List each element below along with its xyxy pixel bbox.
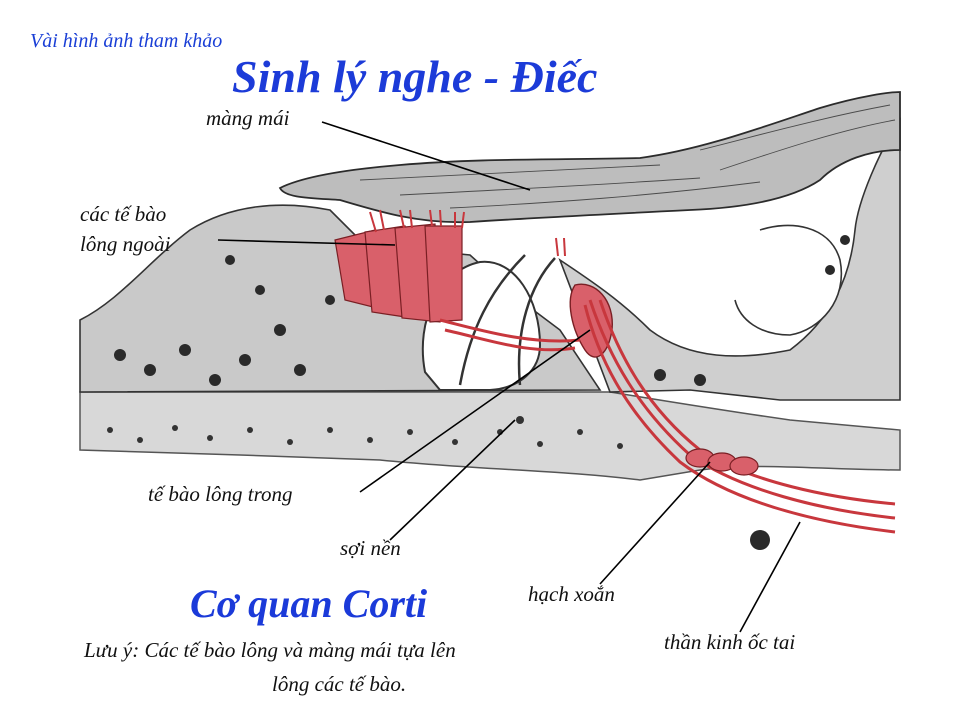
leader-long-trong xyxy=(359,329,591,493)
basilar-tissue xyxy=(79,391,901,481)
outer-hair-cells xyxy=(334,223,463,323)
label-outer-hair-cells-line1: các tế bào xyxy=(80,202,167,226)
leader-long-ngoai xyxy=(217,239,396,246)
pillar-cells xyxy=(458,254,556,386)
stereocilia xyxy=(369,209,566,257)
label-hach-xoan: hạch xoắn xyxy=(528,582,615,606)
reference-note: Vài hình ảnh tham khảo xyxy=(30,30,223,52)
caption-note-line1: Lưu ý: Các tế bào lông và màng mái tựa l… xyxy=(84,638,456,662)
cell-nuclei xyxy=(114,235,850,550)
stroma-dots xyxy=(107,416,623,449)
leader-hach-xoan xyxy=(599,461,711,585)
leader-mang-mai xyxy=(321,121,531,191)
slide-title: Sinh lý nghe - Điếc xyxy=(232,51,598,102)
tectorial-membrane xyxy=(278,91,901,224)
leader-soi-nen xyxy=(389,419,516,541)
tectorial-striations xyxy=(359,104,896,209)
leader-lines xyxy=(217,121,801,633)
label-inner-hair-cell: tế bào lông trong xyxy=(148,482,293,506)
label-soi-nen: sợi nền xyxy=(340,536,401,560)
spiral-limbus xyxy=(558,117,901,401)
label-than-kinh-oc-tai: thần kinh ốc tai xyxy=(664,630,796,654)
leader-than-kinh xyxy=(739,521,801,633)
inner-sulcus xyxy=(734,224,843,336)
caption-note-line2: lông các tế bào. xyxy=(272,672,407,696)
label-mang-mai: màng mái xyxy=(206,106,290,130)
caption-title: Cơ quan Corti xyxy=(190,581,428,626)
spiral-ganglion xyxy=(685,448,759,476)
label-outer-hair-cells-line2: lông ngoài xyxy=(80,232,171,256)
